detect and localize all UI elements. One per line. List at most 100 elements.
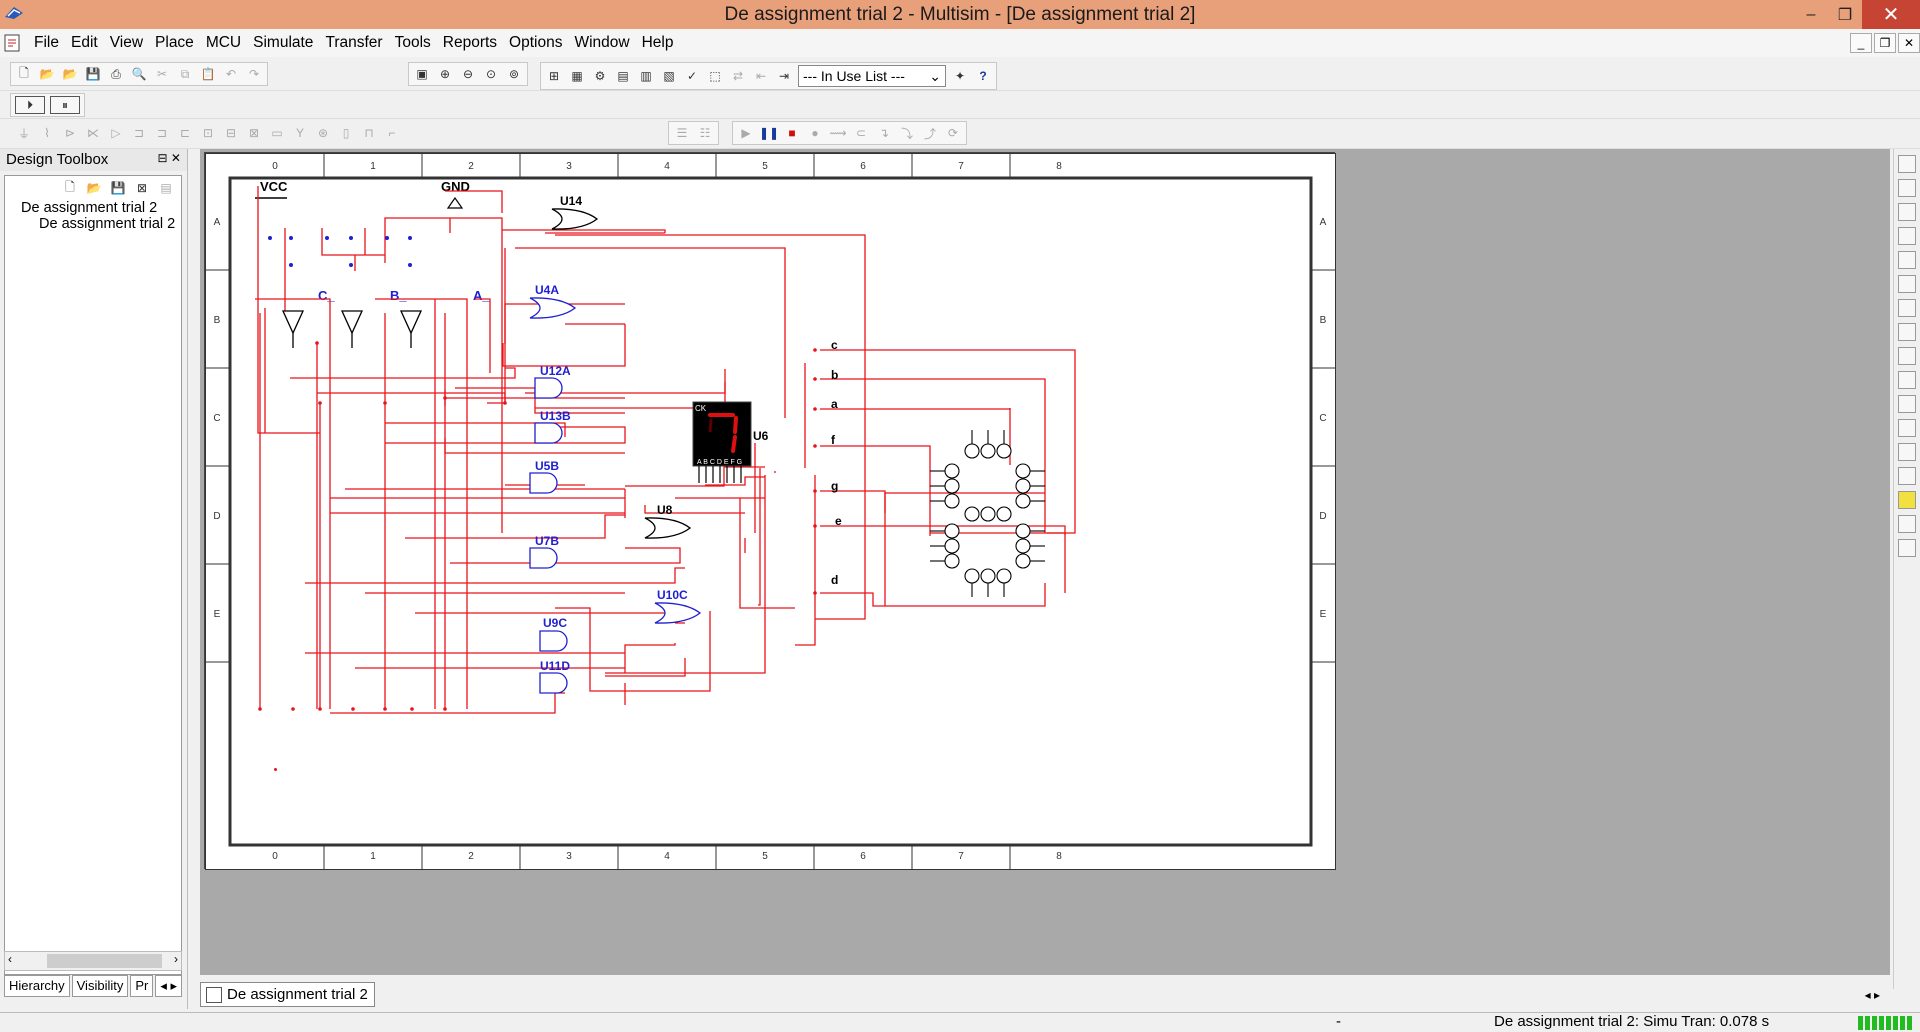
grapher-icon[interactable]: ▥: [640, 69, 652, 83]
place-hierarchical-icon[interactable]: ⊓: [364, 126, 374, 140]
region-select-icon[interactable]: ⬚: [709, 69, 721, 83]
delete-sheet-icon[interactable]: ▤: [160, 181, 172, 195]
spectrum-analyzer-icon[interactable]: [1898, 443, 1916, 461]
place-source-icon[interactable]: ⏚: [17, 126, 30, 141]
cut-icon[interactable]: ✂: [156, 67, 168, 81]
logic-analyzer-icon[interactable]: [1898, 371, 1916, 389]
menu-view[interactable]: View: [109, 34, 144, 51]
scroll-thumb[interactable]: [47, 954, 162, 968]
panel-pin-close-icon[interactable]: ⊟ ✕: [157, 151, 181, 165]
list-view-icon[interactable]: ☰: [676, 126, 688, 140]
menu-transfer[interactable]: Transfer: [325, 34, 383, 51]
menu-file[interactable]: File: [34, 34, 59, 51]
open-sheet-icon[interactable]: 📂: [86, 181, 102, 195]
step-into-icon[interactable]: ⤵: [900, 126, 913, 141]
zoom-area-icon[interactable]: ⊙: [485, 67, 497, 81]
full-screen-icon[interactable]: ▣: [416, 67, 428, 81]
scroll-right-icon[interactable]: ›: [174, 952, 178, 966]
maximize-button[interactable]: ❐: [1837, 6, 1853, 24]
in-use-list-select[interactable]: --- In Use List --- ⌄: [798, 65, 946, 87]
place-bus-icon[interactable]: ⌐: [388, 126, 396, 140]
function-generator-icon[interactable]: [1898, 179, 1916, 197]
tree-item-root[interactable]: De assignment trial 2: [21, 200, 158, 216]
wattmeter-icon[interactable]: [1898, 203, 1916, 221]
place-transistor-icon[interactable]: ⋉: [87, 126, 99, 140]
labview-instrument-icon[interactable]: [1898, 491, 1916, 509]
menu-reports[interactable]: Reports: [442, 34, 498, 51]
zoom-out-icon[interactable]: ⊖: [462, 67, 474, 81]
toggle-icon[interactable]: ⟳: [947, 126, 959, 140]
component-wizard-icon[interactable]: ▤: [617, 69, 629, 83]
probe-icon[interactable]: ⟿: [829, 126, 847, 140]
print-preview-icon[interactable]: 🔍: [131, 67, 147, 81]
tab-visibility[interactable]: Visibility: [71, 975, 129, 997]
oscilloscope-icon[interactable]: [1898, 227, 1916, 245]
place-rf-icon[interactable]: Y: [295, 126, 304, 140]
frequency-counter-icon[interactable]: [1898, 299, 1916, 317]
menu-place[interactable]: Place: [155, 34, 194, 51]
tab-scroll-buttons[interactable]: ◂ ▸: [1864, 988, 1880, 1002]
place-cmos-icon[interactable]: ⊐: [156, 126, 168, 140]
logic-converter-icon[interactable]: [1898, 347, 1916, 365]
place-mcu-icon[interactable]: ▯: [342, 126, 350, 140]
database-icon[interactable]: ⚙: [594, 69, 606, 83]
zoom-fit-icon[interactable]: ⊚: [508, 67, 520, 81]
menu-window[interactable]: Window: [574, 34, 630, 51]
forward-annotate-icon[interactable]: ⇥: [778, 69, 790, 83]
menu-options[interactable]: Options: [509, 34, 563, 51]
close-sheet-icon[interactable]: ⊠: [136, 181, 148, 195]
document-tab[interactable]: De assignment trial 2: [200, 982, 375, 1007]
menu-simulate[interactable]: Simulate: [253, 34, 314, 51]
network-analyzer-icon[interactable]: [1898, 467, 1916, 485]
tree-horizontal-scrollbar[interactable]: ‹ ›: [4, 951, 182, 971]
tree-item-sheet[interactable]: De assignment trial 2: [39, 216, 176, 232]
place-ttl-icon[interactable]: ⊐: [133, 126, 145, 140]
step-over-icon[interactable]: ↴: [878, 126, 890, 140]
document-icon[interactable]: [2, 32, 24, 54]
hierarchy-icon[interactable]: ⊞: [548, 69, 560, 83]
bode-plotter-icon[interactable]: [1898, 275, 1916, 293]
help-icon[interactable]: ?: [979, 69, 987, 83]
menu-help[interactable]: Help: [641, 34, 674, 51]
erc-icon[interactable]: ✓: [686, 69, 698, 83]
tab-nav-arrows[interactable]: ◂ ▸: [155, 975, 183, 997]
current-probe-icon[interactable]: [1898, 515, 1916, 533]
place-electromech-icon[interactable]: ⊛: [317, 126, 329, 140]
measurement-probe-icon[interactable]: [1898, 539, 1916, 557]
transfer-icon[interactable]: ⇄: [732, 69, 744, 83]
place-indicator-icon[interactable]: ⊟: [225, 126, 237, 140]
place-misc-digital-icon[interactable]: ⊏: [179, 126, 191, 140]
word-generator-icon[interactable]: [1898, 323, 1916, 341]
redo-icon[interactable]: ↷: [248, 67, 260, 81]
place-basic-icon[interactable]: ⌇: [44, 126, 50, 140]
pause-icon[interactable]: ❚❚: [758, 126, 780, 140]
save-sheet-icon[interactable]: 💾: [110, 181, 126, 195]
print-icon[interactable]: ⎙: [111, 66, 121, 81]
undo-icon[interactable]: ↶: [225, 67, 237, 81]
paste-icon[interactable]: 📋: [200, 67, 216, 81]
four-channel-scope-icon[interactable]: [1898, 251, 1916, 269]
doc-restore-button[interactable]: ❐: [1874, 33, 1896, 53]
menu-tools[interactable]: Tools: [394, 34, 431, 51]
stop-icon[interactable]: ■: [788, 126, 796, 140]
iv-analyzer-icon[interactable]: [1898, 395, 1916, 413]
pause-switch-icon[interactable]: ⏸: [50, 96, 80, 114]
copy-icon[interactable]: ⧉: [180, 66, 190, 81]
run-icon[interactable]: ▶: [741, 126, 751, 140]
tab-hierarchy[interactable]: Hierarchy: [4, 975, 70, 997]
education-site-icon[interactable]: ✦: [954, 69, 966, 83]
distortion-analyzer-icon[interactable]: [1898, 419, 1916, 437]
multimeter-icon[interactable]: [1898, 155, 1916, 173]
scroll-left-icon[interactable]: ‹: [8, 952, 12, 966]
breakpoint-icon[interactable]: ⊂: [855, 126, 867, 140]
menu-edit[interactable]: Edit: [70, 34, 98, 51]
run-switch-icon[interactable]: ⏵: [15, 96, 45, 114]
back-annotate-icon[interactable]: ⇤: [755, 69, 767, 83]
spreadsheet-icon[interactable]: ▦: [571, 69, 583, 83]
save-icon[interactable]: 💾: [85, 67, 101, 81]
tab-project[interactable]: Pr: [130, 975, 154, 997]
place-power-icon[interactable]: ⊠: [248, 126, 260, 140]
step-icon[interactable]: ●: [811, 126, 819, 140]
zoom-in-icon[interactable]: ⊕: [439, 67, 451, 81]
